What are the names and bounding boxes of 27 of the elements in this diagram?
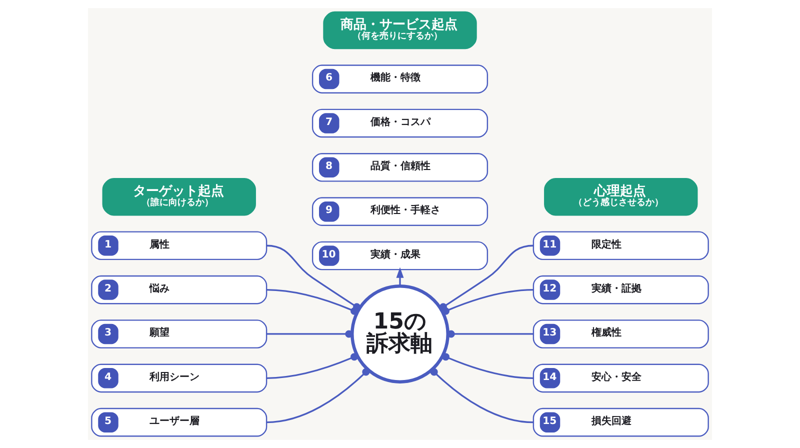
node-box: 3 願望 <box>91 320 268 348</box>
connector <box>266 353 358 379</box>
node-box: 5 ユーザー層 <box>91 408 268 437</box>
connector <box>266 288 358 315</box>
node-box: 6 機能・特徴 <box>312 64 488 94</box>
connector <box>442 353 534 379</box>
node-box: 2 悩み <box>91 275 268 304</box>
arrow <box>396 267 404 286</box>
connector <box>266 330 353 338</box>
node-box: ターゲット起点 （誰に向けるか） <box>102 178 256 216</box>
node-box: 7 価格・コスパ <box>312 108 488 138</box>
node-box: 10 実績・成果 <box>312 241 488 270</box>
node-box: 8 品質・信頼性 <box>312 153 488 182</box>
node-box: 14 安心・安全 <box>532 364 709 393</box>
node-box: 4 利用シーン <box>91 364 268 393</box>
node-box: 15 損失回避 <box>532 408 709 437</box>
node-box: 13 権威性 <box>532 320 709 348</box>
connector <box>430 368 534 424</box>
node-box: 11 限定性 <box>532 231 709 260</box>
node-box: 心理起点 （どう感じさせるか） <box>544 178 698 216</box>
connector <box>266 368 370 424</box>
node-box: 12 実績・証拠 <box>532 275 709 304</box>
node-box: 1 属性 <box>91 231 268 260</box>
node-box: 商品・サービス起点 （何を売りにするか） <box>323 11 477 50</box>
connector <box>442 288 534 315</box>
connector <box>447 330 534 338</box>
node-box: 9 利便性・手軽さ <box>312 197 488 226</box>
